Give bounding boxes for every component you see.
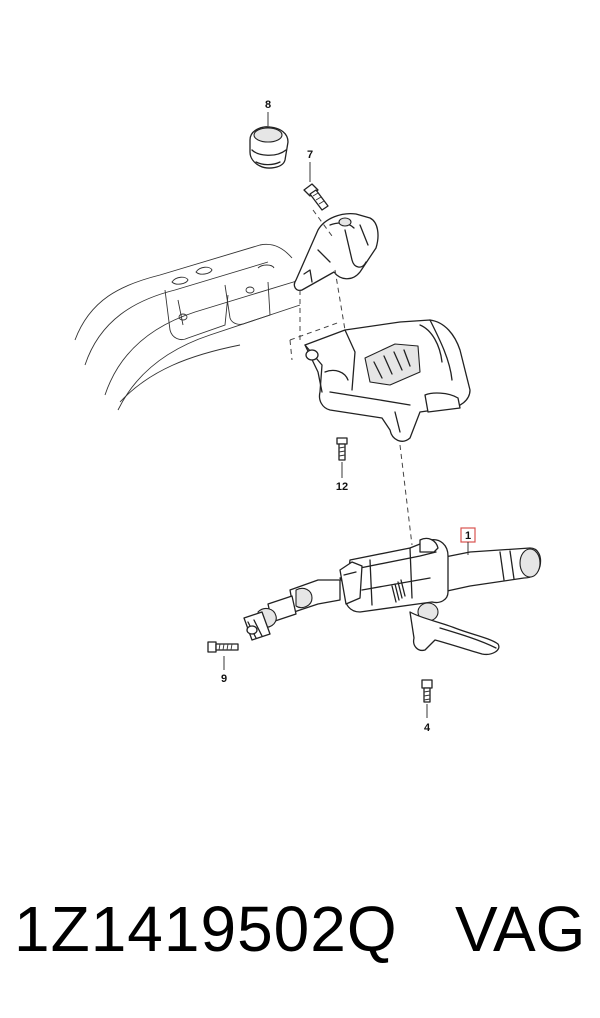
- brand-label: VAG: [455, 893, 586, 965]
- grommet-part-8: [249, 126, 289, 169]
- bolt-part-12: [336, 437, 348, 461]
- footer: 1Z1419502Q VAG: [0, 880, 600, 1000]
- part-number: 1Z1419502Q: [14, 893, 398, 965]
- callout-12: 12: [336, 481, 348, 493]
- exploded-parts-diagram: 8 7: [74, 99, 542, 734]
- steering-column-part-1: [243, 537, 542, 656]
- callout-8: 8: [265, 99, 271, 111]
- callout-4: 4: [424, 722, 431, 734]
- column-bracket: [293, 212, 379, 292]
- bolt-part-7: [303, 183, 329, 211]
- bolt-part-9: [207, 641, 239, 653]
- bolt-part-4: [421, 679, 433, 703]
- callout-7: 7: [307, 149, 313, 161]
- callout-9: 9: [221, 673, 227, 685]
- callout-1: 1: [465, 530, 471, 542]
- upper-mounting-bracket: [304, 319, 471, 442]
- crossmember-frame: [74, 243, 301, 411]
